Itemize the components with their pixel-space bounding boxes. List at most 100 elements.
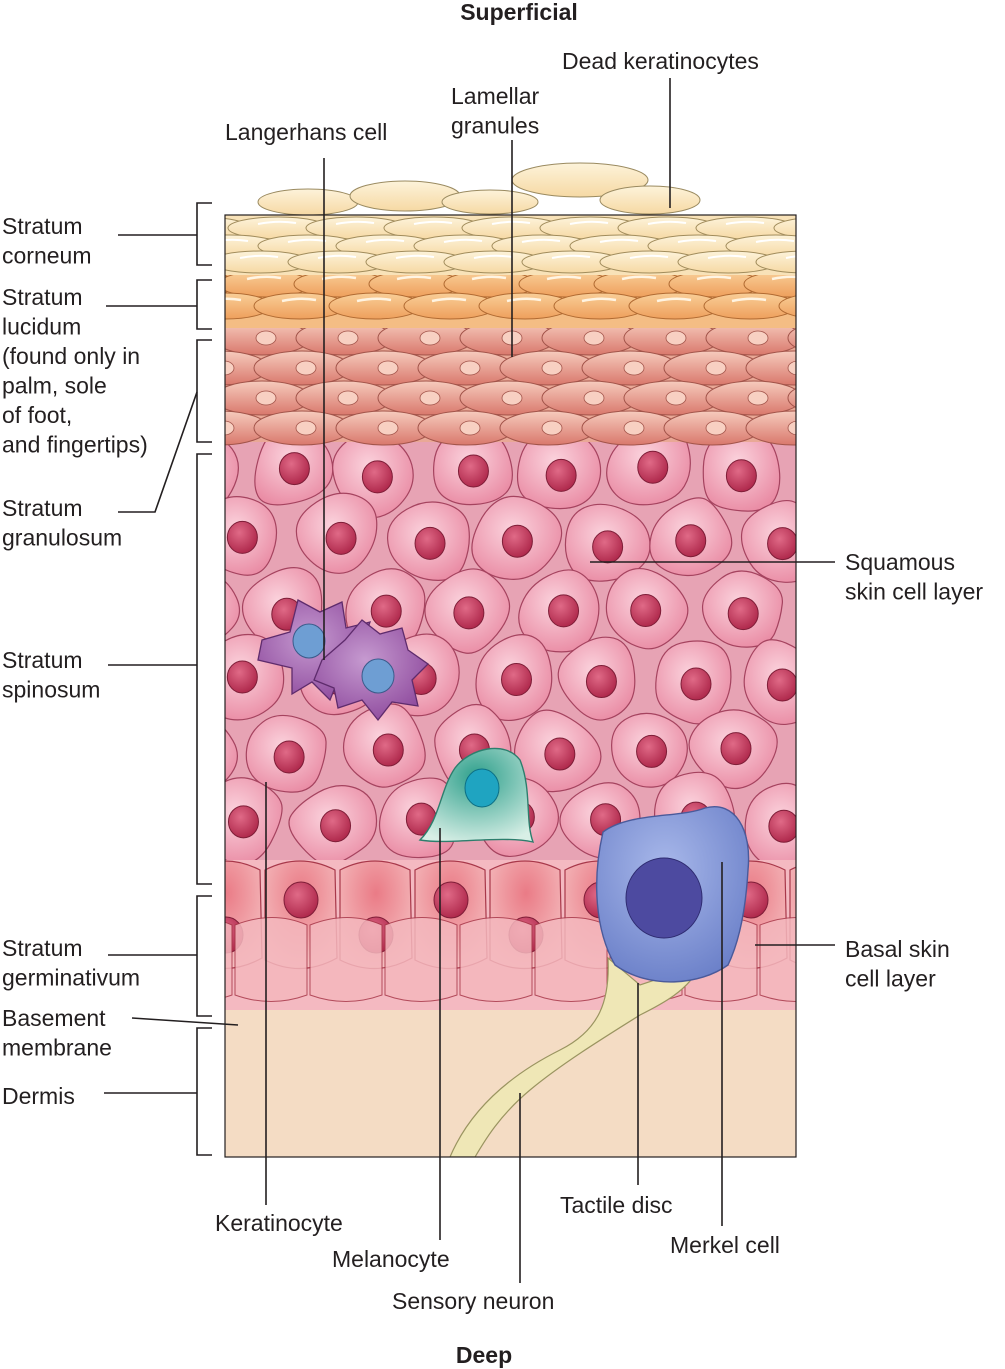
corneum-highlight [335,220,375,225]
label-merkel-cell: Merkel cell [670,1232,780,1258]
cell-nucleus [545,458,577,492]
bracket-granulosum [196,339,212,443]
cell-nucleus [630,594,662,628]
label-stratum-lucidum-line: palm, sole [2,373,107,399]
corneum-highlight [551,254,591,259]
tissue-block [172,215,850,1157]
cell-nucleus [226,520,258,554]
granulosum-nucleus [541,420,563,436]
bracket-lucidum [196,279,212,330]
lucidum-highlight [471,275,507,281]
cell-nucleus [283,881,319,919]
granulosum-nucleus [665,330,687,346]
granulosum-nucleus [255,330,277,346]
label-squamous-skin-cell-layer-line: skin cell layer [845,579,983,605]
granulosum-nucleus [583,390,605,406]
granulosum-nucleus [295,420,317,436]
lucidum-highlight [656,297,692,303]
basal-cell-back [384,917,458,1002]
lucidum-highlight [621,275,657,281]
label-langerhans-cell-line: Langerhans cell [225,119,387,145]
label-tactile-disc-line: Tactile disc [560,1192,672,1218]
label-melanocyte-line: Melanocyte [332,1246,450,1272]
langerhans-nucleus-1 [292,623,326,659]
granulosum-cell [787,328,796,348]
corneum-highlight [443,238,483,243]
granulosum-nucleus [787,360,796,376]
corneum-highlight [707,254,747,259]
cell-nucleus [720,732,752,766]
label-deep: Deep [456,1342,512,1368]
cell-nucleus [361,460,393,494]
lucidum-highlight [246,275,282,281]
label-stratum-lucidum-line: lucidum [2,314,81,340]
cell-nucleus [433,881,469,919]
label-stratum-germinativum: Stratum germinativum [2,935,140,991]
label-stratum-lucidum-line: (found only in [2,343,140,369]
label-stratum-granulosum-line: Stratum [2,495,83,521]
lucidum-cell [703,292,796,320]
granulosum-nucleus [501,390,523,406]
cell-nucleus [592,530,624,564]
lucidum-cell [778,295,796,317]
merkel-nucleus [625,857,703,939]
granulosum-nucleus [459,420,481,436]
granulosum-cell [225,331,229,345]
lucidum-highlight [546,275,582,281]
cell-nucleus [585,665,617,699]
cell-nucleus [325,521,357,555]
label-stratum-spinosum-line: spinosum [2,677,100,703]
basal-cell-back [309,917,383,1002]
label-stratum-lucidum-line: and fingertips) [2,432,148,458]
granulosum-nucleus [225,420,235,436]
corneum-highlight [725,220,765,225]
granulosum-nucleus [830,391,850,405]
langerhans-nucleus-2 [361,658,395,694]
corneum-highlight [599,238,639,243]
granulosum-nucleus [419,390,441,406]
layer-brackets [196,202,212,1156]
cell-nucleus [725,459,757,493]
granulosum-nucleus [830,331,850,345]
corneum-highlight [755,238,795,243]
corneum-highlight [239,254,279,259]
label-squamous-skin-cell-layer-line: Squamous [845,549,955,575]
granulosum-nucleus [705,360,727,376]
corneum-highlight [804,222,842,224]
label-stratum-granulosum-line: granulosum [2,525,122,551]
cell-nucleus [183,740,213,772]
granulosum-nucleus [225,360,235,376]
cell-nucleus [273,740,305,774]
label-stratum-germinativum-line: germinativum [2,965,140,991]
corneum-highlight [257,220,297,225]
label-melanocyte: Melanocyte [332,1246,450,1272]
granulosum-nucleus [419,330,441,346]
granulosum-nucleus [255,390,277,406]
label-superficial: Superficial [460,0,578,25]
cell-nucleus [675,524,707,558]
label-dead-keratinocytes-line: Dead keratinocytes [562,48,759,74]
squamous-cell [225,580,241,636]
granulosum-cell [745,410,796,446]
lucidum-highlight [356,297,392,303]
corneum-highlight [365,238,405,243]
corneum-highlight [569,220,609,225]
lucidum-highlight [281,297,317,303]
granulosum-nucleus [747,390,769,406]
cell-nucleus [727,597,759,631]
cell-nucleus [544,737,576,771]
corneum-highlight [629,254,669,259]
label-basal-skin-cell-layer-line: cell layer [845,966,936,992]
corneum-cells [225,216,842,274]
granulosum-nucleus [377,360,399,376]
lucidum-highlight [172,277,206,279]
label-stratum-germinativum-line: Stratum [2,935,83,961]
granulosum-nucleus [541,360,563,376]
granulosum-nucleus [583,330,605,346]
granulosum-nucleus [459,360,481,376]
